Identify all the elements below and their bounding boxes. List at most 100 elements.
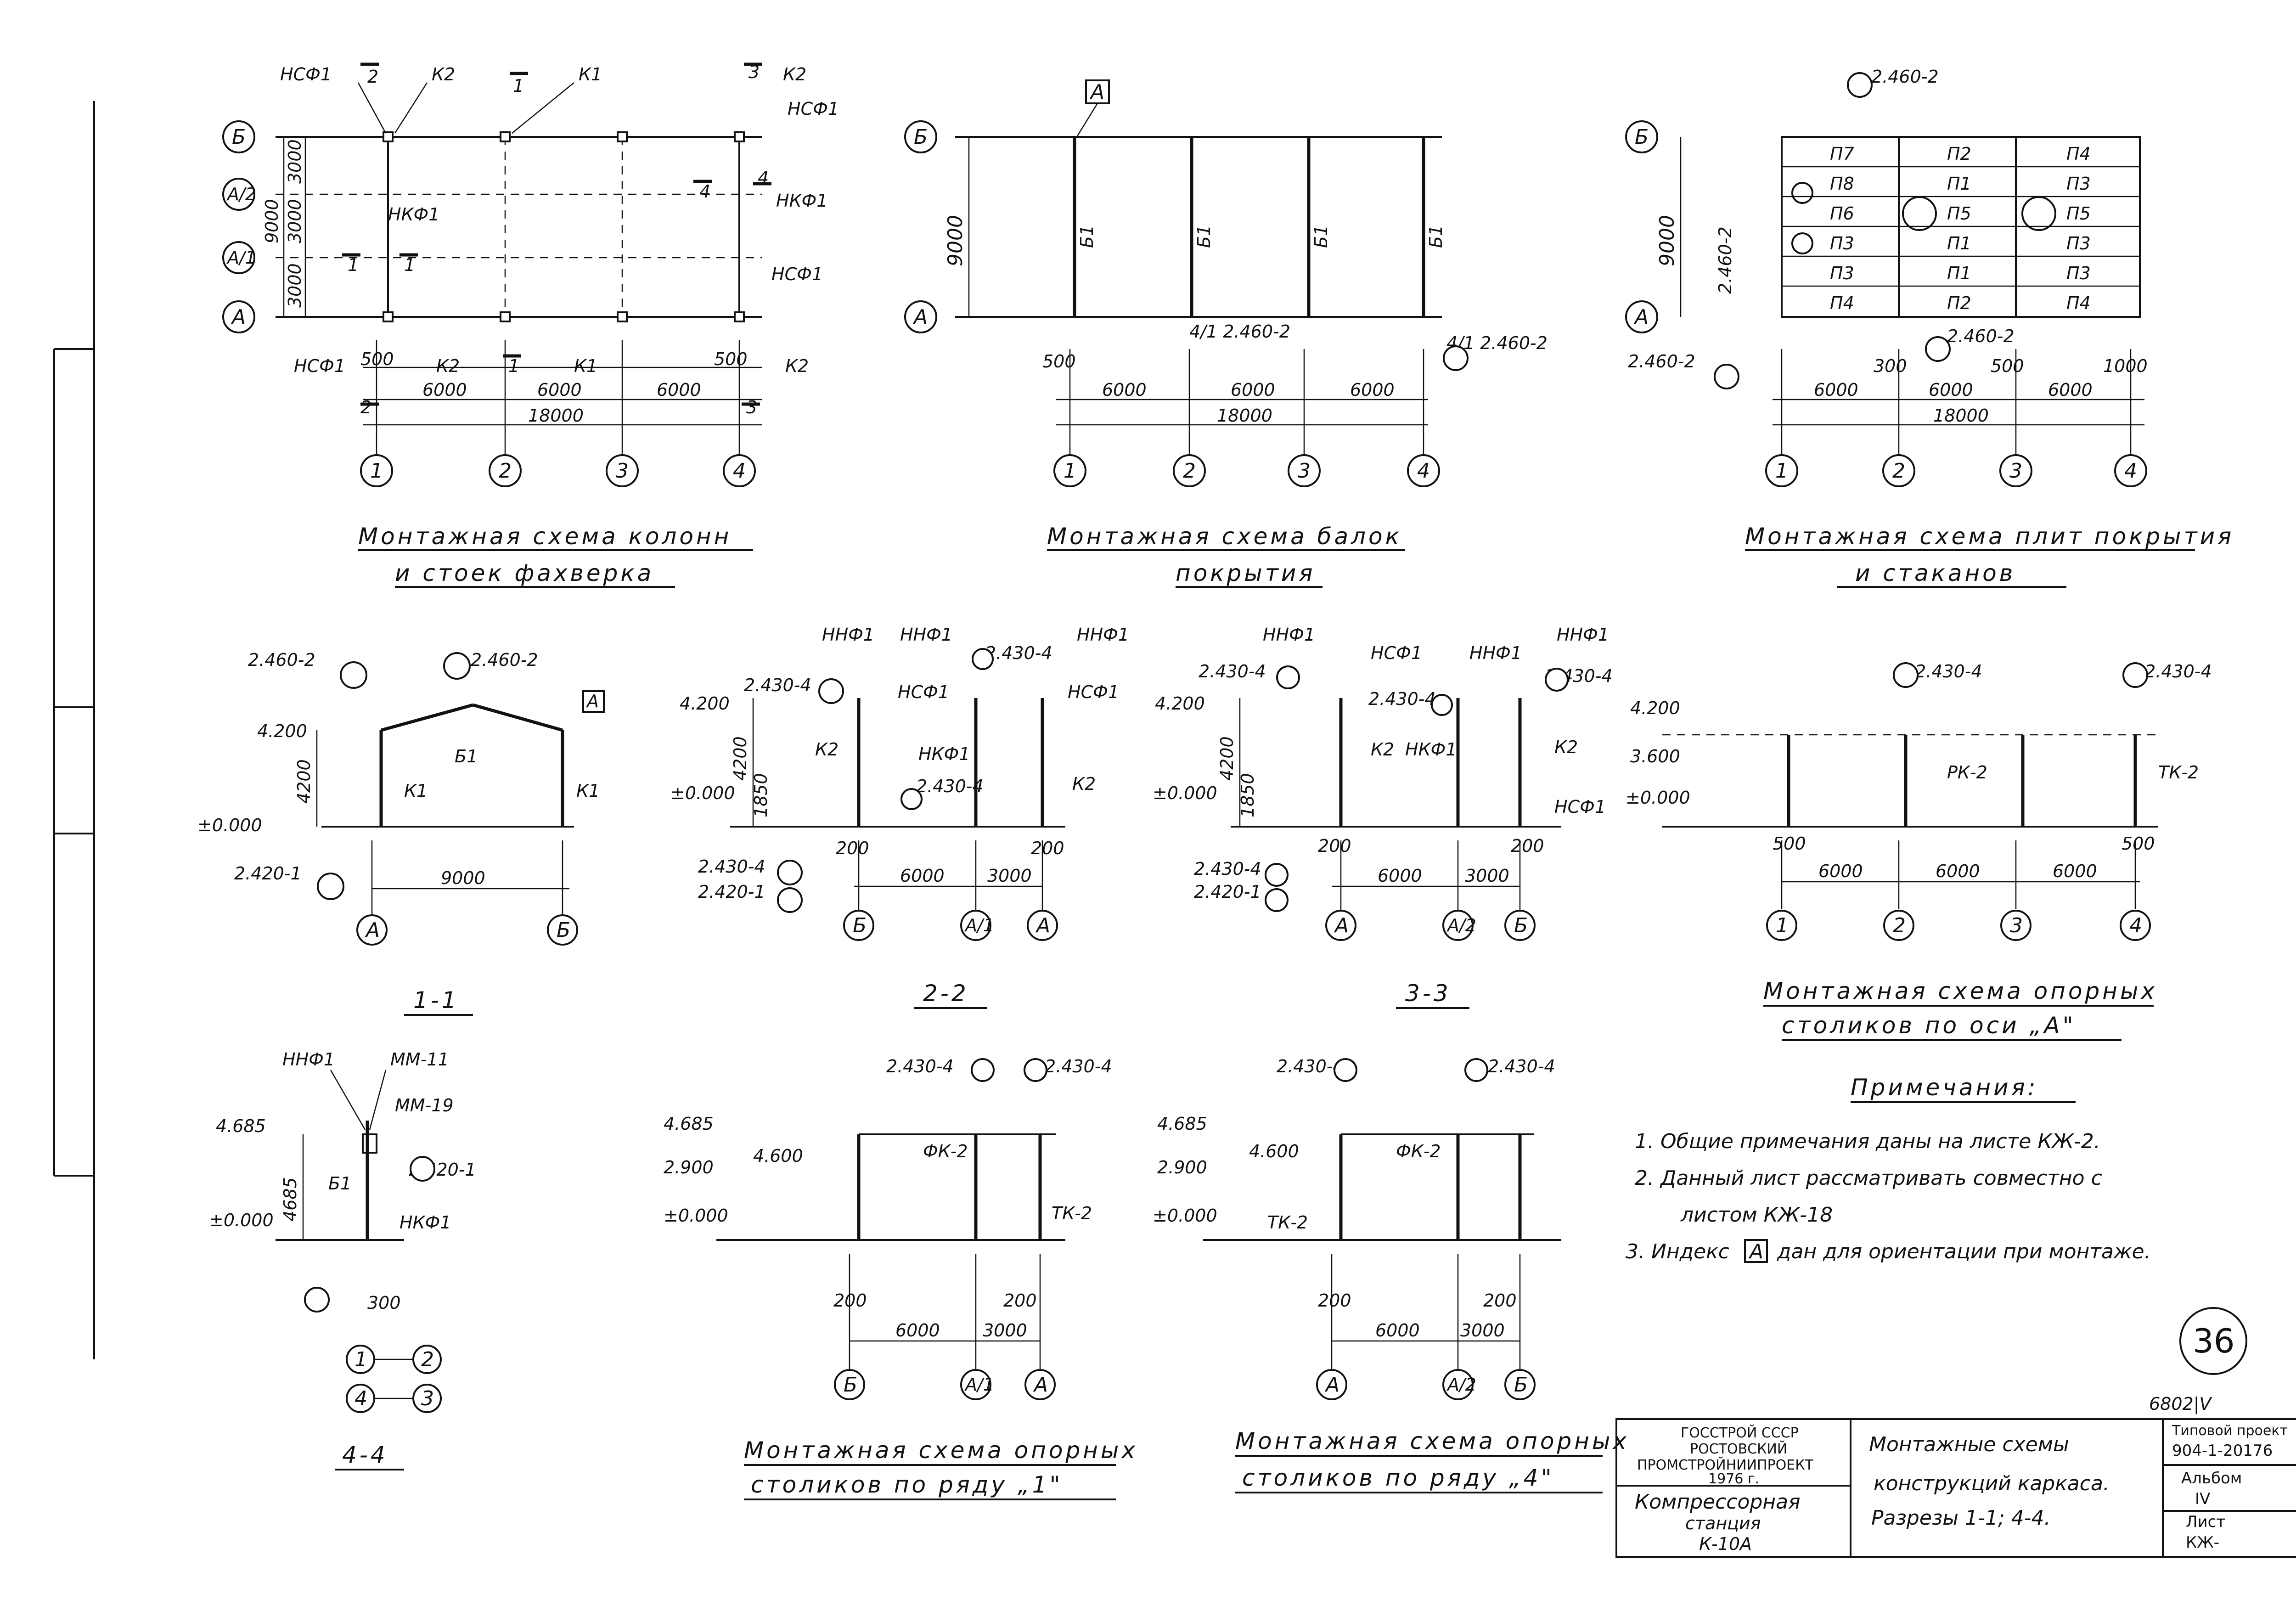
section-4-4: ННФ1 ММ-11 ММ-19 Б1 2.420-1 НКФ1 4.685 ±… (209, 1049, 476, 1470)
element-label: К2 (783, 64, 806, 85)
plate-label: П4 (2066, 144, 2091, 164)
reference: 2.420-1 (1194, 882, 1261, 902)
dimension: 3000 (1460, 1320, 1505, 1341)
dimension: 4200 (294, 759, 314, 804)
beam-label: Б1 (1426, 225, 1446, 248)
section-mark: 2 (360, 397, 371, 417)
section-mark: 3 (748, 62, 760, 82)
element-label: НСФ1 (294, 356, 345, 376)
reference: 2.460-2 (1947, 326, 2015, 346)
elevation: 4.200 (1155, 693, 1205, 714)
axis-label: А/1 (964, 915, 994, 935)
dimension: 3000 (285, 199, 305, 243)
element-label: НСФ1 (1371, 643, 1422, 663)
element-label: ННФ1 (1469, 643, 1522, 663)
element-label: ННФ1 (1557, 625, 1609, 645)
plate-label: П8 (1830, 174, 1854, 194)
dimension: 6000 (1929, 380, 1973, 400)
element-label: ННФ1 (900, 625, 952, 645)
dimension: 500 (1773, 834, 1806, 854)
dimension: 18000 (1217, 406, 1272, 426)
reference: 2.430-4 (916, 776, 984, 796)
beam-scheme: А Б1 Б1 Б1 Б1 Б А 9000 4/1 2.460-2 4/1 2… (904, 79, 1548, 588)
reference: 2.430-4 (1277, 1056, 1344, 1076)
axis-label: 2 (1893, 914, 1906, 937)
dimension: 9000 (944, 215, 967, 266)
axis-label: А (1334, 914, 1349, 937)
reference: 2.460-2 (1715, 226, 1735, 294)
tb-org: ГОССТРОЙ СССР (1681, 1425, 1799, 1441)
dimension: 3000 (987, 866, 1032, 886)
reference: 2.430-4 (985, 643, 1052, 663)
element-label: К2 (1072, 774, 1096, 794)
tb-project-label: Типовой проект (2172, 1423, 2288, 1439)
axis-label: А (1033, 1373, 1048, 1397)
note-line: 1. Общие примечания даны на листе КЖ-2. (1635, 1130, 2100, 1153)
elevation: ±0.000 (1626, 788, 1690, 808)
tb-org: ПРОМСТРОЙНИИПРОЕКТ (1637, 1457, 1814, 1473)
elevation: 4.200 (257, 721, 307, 741)
element-label: ФК-2 (923, 1141, 968, 1161)
sheet-number-value: 36 (2193, 1322, 2235, 1360)
dimension: 6000 (1102, 380, 1147, 400)
axis-label: Б (853, 914, 867, 937)
axis-label: А (1324, 1373, 1339, 1397)
note-line: 2. Данный лист рассматривать совместно с (1635, 1166, 2102, 1190)
axis-label: А (1633, 305, 1649, 329)
dimension: 200 (1511, 836, 1544, 856)
section-mark: 1 (348, 255, 359, 275)
column-scheme: Б А/2 А/1 А 9000 3000 3000 3000 НСФ1 К2 … (222, 62, 839, 588)
reference: 2.460-2 (1871, 67, 1939, 87)
reference: 2.420-1 (234, 863, 302, 884)
reference: 2.430-4 (1368, 689, 1436, 709)
dimension: 500 (1991, 356, 2024, 376)
axis-label: 4 (2129, 914, 2142, 937)
plate-label: П4 (1830, 293, 1854, 313)
element-label: НСФ1 (280, 64, 332, 85)
element-label: НКФ1 (918, 744, 970, 764)
archive-number: 6802|V (2149, 1394, 2213, 1414)
elevation: ±0.000 (1153, 783, 1217, 803)
element-label: ННФ1 (282, 1049, 335, 1070)
section-mark: 1 (404, 255, 415, 275)
dimension: 4200 (1217, 736, 1237, 781)
axis-label: А (912, 305, 928, 329)
element-label: ННФ1 (1263, 625, 1315, 645)
element-label: К2 (815, 739, 838, 760)
reference: 2.430-4 (1045, 1056, 1112, 1076)
sheet-frame (53, 101, 95, 1359)
element-label: НКФ1 (400, 1212, 451, 1233)
element-label: К2 (785, 356, 809, 376)
dimension: 6000 (2053, 861, 2097, 881)
plate-label: П7 (1830, 144, 1854, 164)
section-mark: 3 (746, 397, 757, 417)
dimension: 9000 (262, 199, 282, 243)
notes-heading: Примечания: (1851, 1074, 2038, 1101)
elevation: 3.600 (1630, 746, 1680, 766)
dimension: 500 (714, 349, 748, 369)
axis-label: А (231, 305, 246, 329)
elevation: 2.900 (1157, 1157, 1207, 1177)
tb-sheet-code: КЖ- (2186, 1533, 2219, 1552)
dimension: 3000 (285, 139, 305, 184)
dimension: 200 (1483, 1290, 1517, 1311)
dimension: 3000 (1465, 866, 1509, 886)
elevation: ±0.000 (664, 1206, 728, 1226)
axis-label: 4 (1417, 459, 1430, 483)
plate-label: П1 (1947, 174, 1971, 194)
scheme-title: Монтажная схема колонн (358, 523, 732, 550)
element-label: ННФ1 (822, 625, 874, 645)
dimension: 6000 (895, 1320, 940, 1341)
plate-scheme: П7 П2 П4 П8 П1 П3 П6 П5 П5 П3 П1 П3 П3 П… (1625, 67, 2231, 588)
element-label: НКФ1 (1405, 739, 1457, 760)
reference: 2.430-4 (886, 1056, 954, 1076)
element-label: К2 (432, 64, 455, 85)
scheme-title: Монтажная схема опорных (1763, 978, 2157, 1004)
element-label: ТК-2 (2158, 762, 2199, 783)
section-2-2: ННФ1 ННФ1 ННФ1 НСФ1 НСФ1 К2 НКФ1 К2 2.43… (670, 625, 1129, 1009)
axis-label: Б (844, 1373, 857, 1397)
section-mark: 1 (508, 356, 519, 376)
dimension: 4200 (730, 736, 750, 781)
reference: 2.460-2 (248, 650, 315, 670)
